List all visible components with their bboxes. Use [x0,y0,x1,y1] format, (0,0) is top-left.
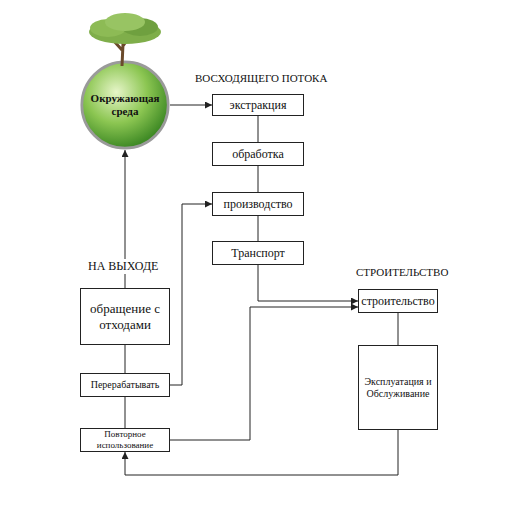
node-text: производство [220,197,295,211]
process-box: Транспорт [212,241,304,265]
process-box: обработка [212,142,304,166]
process-box: Повторное использование [80,428,170,452]
node-text: Эксплуатация и Обслуживание [359,376,437,400]
node-text: Перерабатывать [88,379,163,391]
flow-connector [258,265,358,301]
section-label: НА ВЫХОДЕ [86,259,160,274]
flow-connector [170,204,212,385]
flow-connector [170,307,358,440]
flow-connector [258,166,259,192]
node-text: Окружающая среда [80,92,170,118]
section-label: СТРОИТЕЛЬСТВО [354,266,450,278]
tree-canopy [89,20,161,44]
process-box: производство [212,192,304,216]
flow-connector [170,105,212,106]
flow-connector [125,345,126,373]
tree-canopy [122,18,158,36]
node-text: обращение с отходами [81,301,169,332]
node-text: Транспорт [228,246,287,260]
process-box: Эксплуатация и Обслуживание [358,345,438,430]
tree-canopy [90,19,126,37]
node-text: Повторное использование [81,429,169,451]
section-label: ВОСХОДЯЩЕГО ПОТОКА [193,72,329,84]
environment-circle: Окружающая среда [80,60,170,150]
node-text: обработка [229,147,287,161]
process-box: обращение с отходами [80,288,170,345]
flow-connector [258,116,259,142]
tree-canopy [105,13,145,31]
process-box: экстракция [212,94,304,116]
node-text: экстракция [227,98,290,112]
flow-connector [258,216,259,241]
process-box: Перерабатывать [80,373,170,397]
process-box: строительство [358,289,438,313]
node-text: строительство [358,294,437,308]
flow-connector [125,397,126,428]
flow-connector [398,313,399,345]
